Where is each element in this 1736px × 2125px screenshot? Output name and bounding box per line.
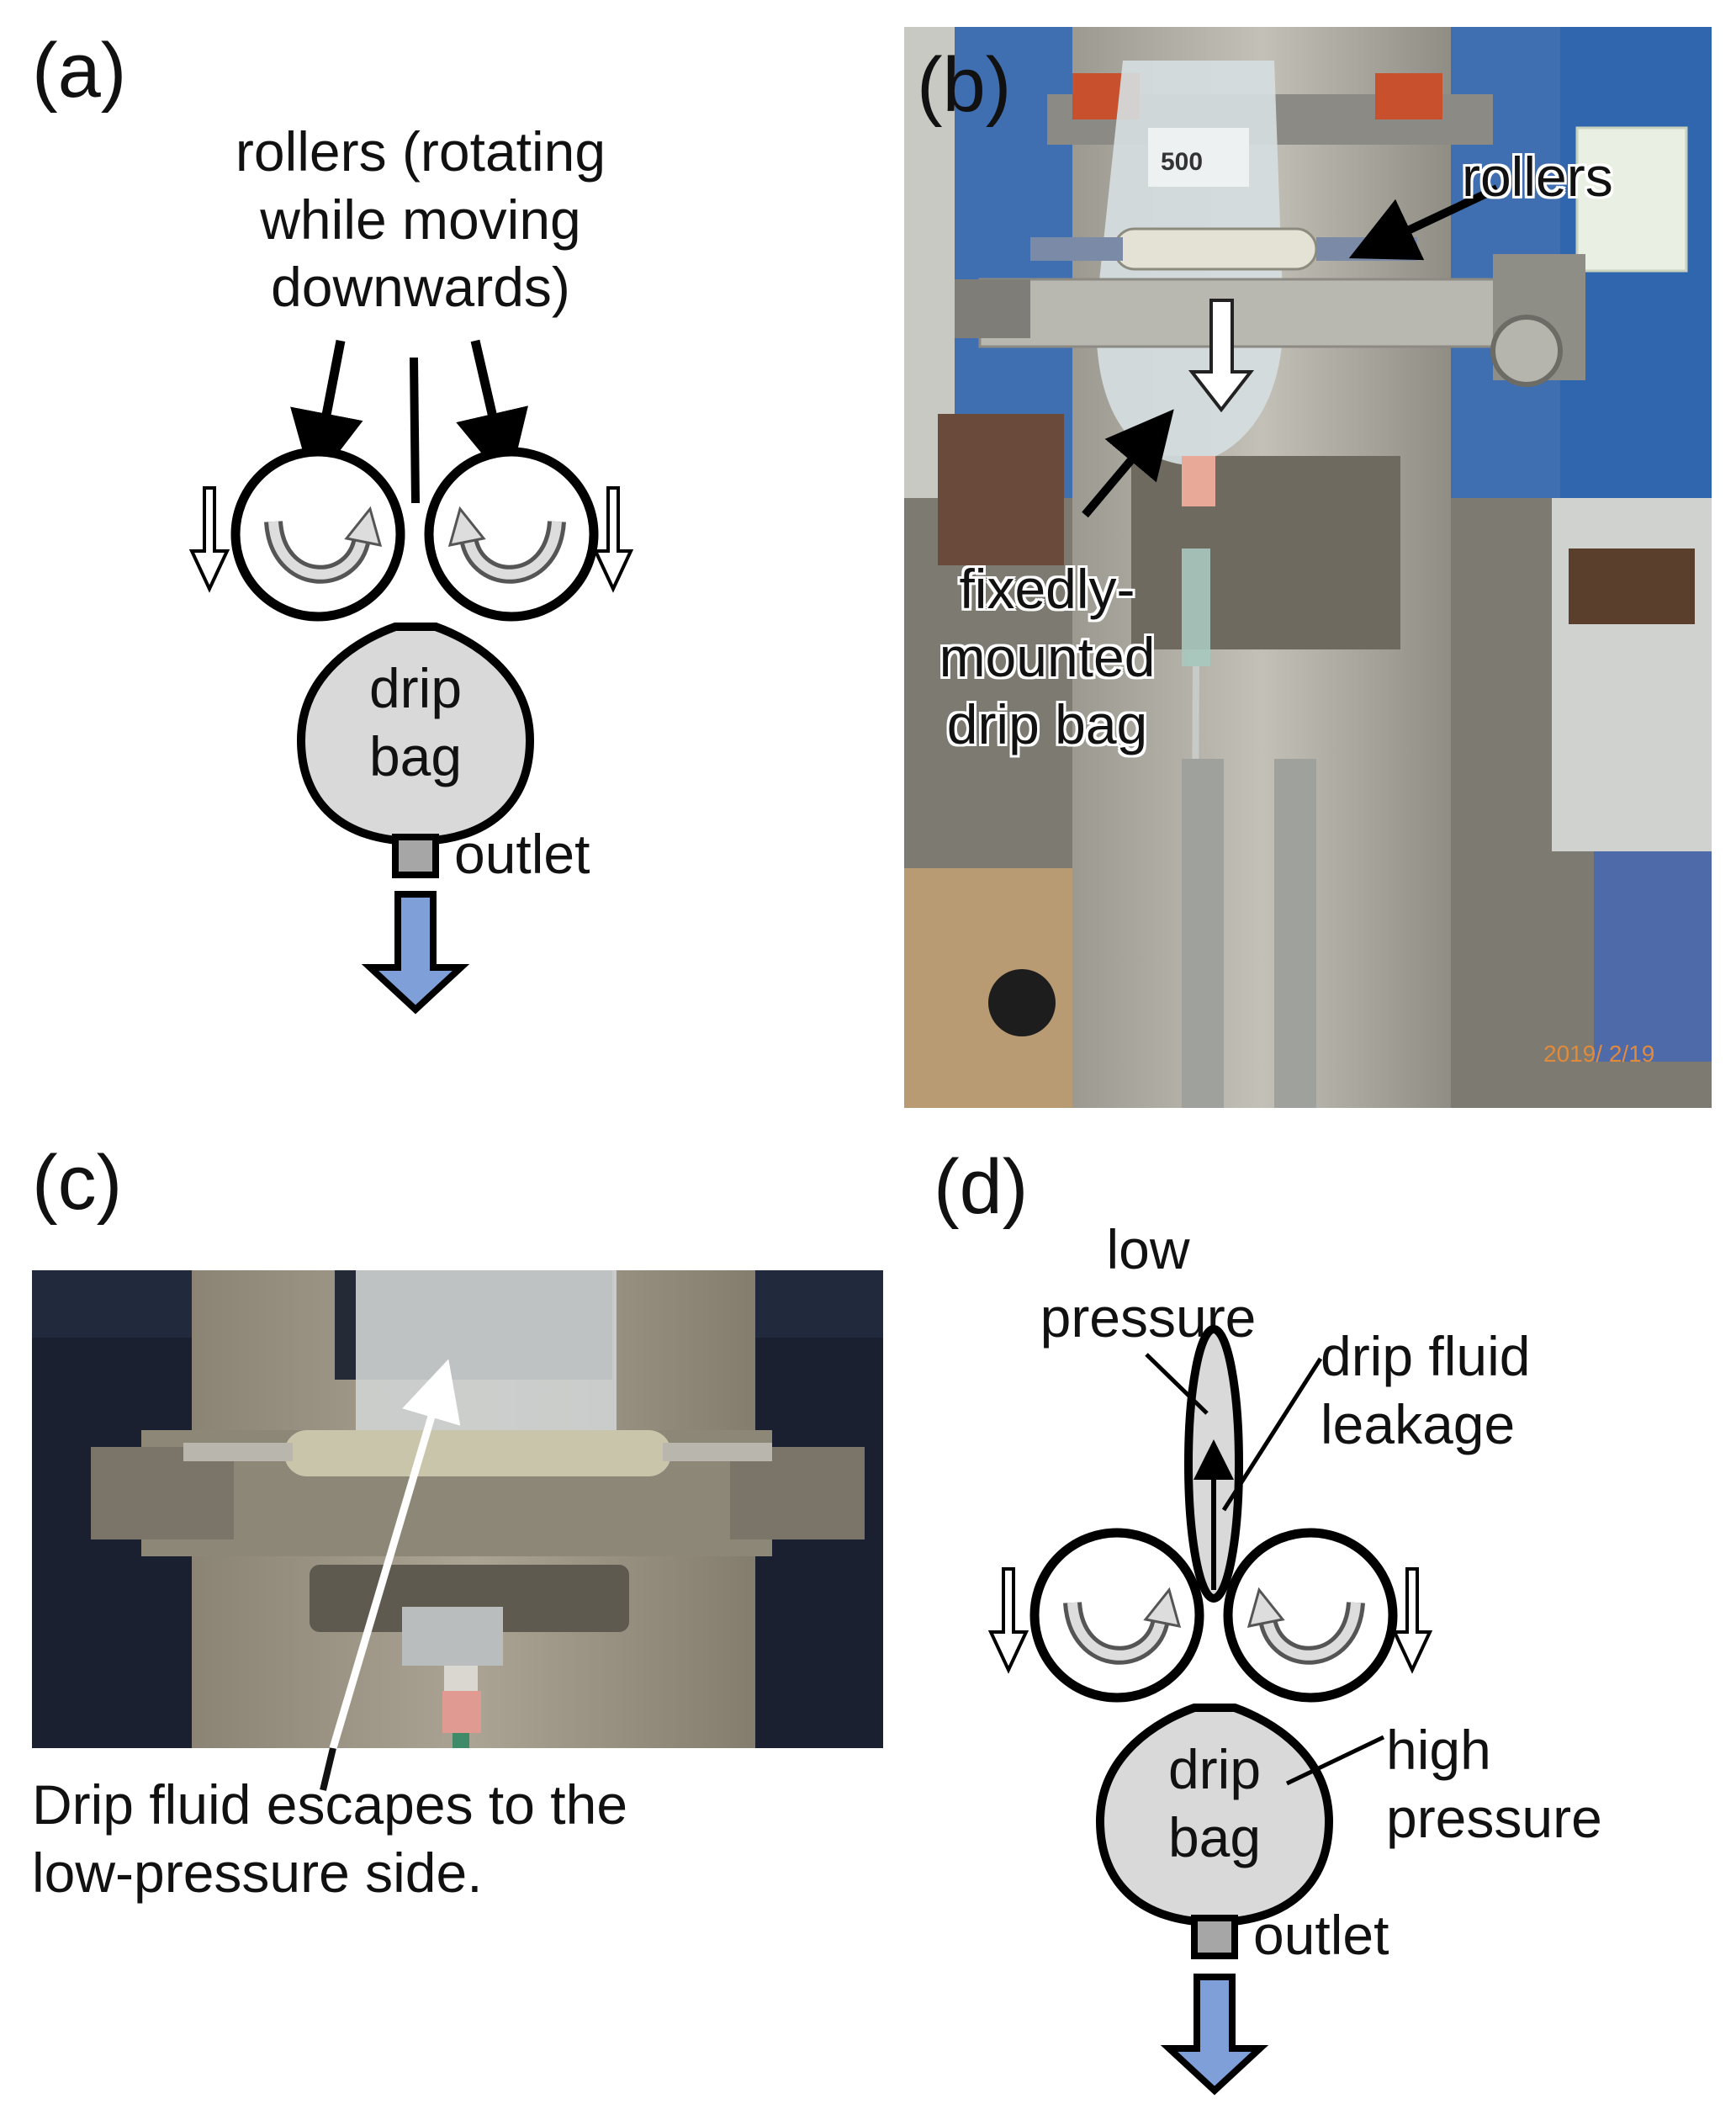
panel-b-label: (b) xyxy=(917,42,1012,128)
bag-label-d-line-1: drip xyxy=(1167,1738,1262,1800)
panel-d-label: (d) xyxy=(934,1144,1029,1230)
outlet-label-a: outlet xyxy=(454,823,590,885)
panel-a-label: (a) xyxy=(32,28,127,114)
down-arrow-left-d xyxy=(987,1567,1029,1674)
bag-caption-line-2: mounted xyxy=(939,625,1156,688)
bag-caption-b: fixedly- mounted drip bag xyxy=(908,555,1186,759)
high-pressure-line-1: high xyxy=(1386,1719,1491,1781)
leak-photo-pointer xyxy=(329,1359,461,1748)
outlet-label-d: outlet xyxy=(1253,1904,1389,1966)
high-pressure-line-2: pressure xyxy=(1386,1786,1602,1849)
pointer-arrow-left xyxy=(290,339,363,487)
down-arrow-left xyxy=(188,486,230,593)
down-arrow-right-d xyxy=(1391,1567,1433,1674)
rollers-caption-line-3: downwards) xyxy=(271,256,570,319)
apparatus-photo: 500 2019/ 2/19 xyxy=(904,27,1712,1108)
roller-diagram-a xyxy=(188,339,634,1015)
outlet-block-d xyxy=(1191,1915,1238,1959)
leak-photo-roller xyxy=(284,1430,671,1476)
leak-caption-line-2: low-pressure side. xyxy=(32,1841,483,1904)
leak-pointer-tail xyxy=(320,1748,336,1791)
panel-c-label: (c) xyxy=(32,1140,123,1226)
red-block-right xyxy=(1375,73,1442,119)
photo-date-stamp: 2019/ 2/19 xyxy=(1543,1041,1654,1067)
leak-photo-bag xyxy=(356,1270,617,1430)
leak-caption-c: Drip fluid escapes to the low-pressure s… xyxy=(32,1771,881,1906)
rollers-caption-a: rollers (rotating while moving downwards… xyxy=(177,118,664,321)
leakage-line-2: leakage xyxy=(1321,1392,1516,1455)
rollers-caption-line-1: rollers (rotating xyxy=(235,120,606,183)
leakage-label: drip fluid leakage xyxy=(1321,1322,1530,1458)
photo-crossbar xyxy=(978,278,1553,348)
outlet-block xyxy=(392,834,439,878)
down-arrow-right xyxy=(592,486,634,593)
bag-label-line-1: drip xyxy=(368,657,463,719)
photo-rollers-pointer xyxy=(1348,184,1500,261)
leak-caption-line-1: Drip fluid escapes to the xyxy=(32,1773,628,1836)
roller-diagram-d xyxy=(987,1325,1433,2096)
bag-label-d: drip bag xyxy=(1130,1736,1299,1871)
flow-arrow xyxy=(361,891,470,1015)
roller-right-d xyxy=(1223,1528,1398,1703)
photo-roller xyxy=(1113,227,1318,271)
bag-caption-line-3: drip bag xyxy=(946,693,1148,756)
low-pressure-line-1: low xyxy=(1106,1218,1190,1280)
leak-photo xyxy=(32,1270,883,1748)
high-pressure-pointer xyxy=(1285,1735,1385,1786)
photo-down-arrow xyxy=(1188,299,1255,413)
rollers-caption-line-2: while moving xyxy=(260,188,581,251)
bag-label-a: drip bag xyxy=(331,654,500,790)
photo-bag-pointer xyxy=(1082,409,1174,518)
flow-arrow-d xyxy=(1160,1974,1269,2096)
low-pressure-pointer xyxy=(1145,1353,1209,1415)
leakage-pointer xyxy=(1221,1357,1323,1512)
roller-right xyxy=(424,447,599,622)
high-pressure-label: high pressure xyxy=(1386,1716,1602,1852)
bag-label-line-2: bag xyxy=(368,724,463,787)
bag-sheet xyxy=(410,357,420,504)
leakage-line-1: drip fluid xyxy=(1321,1325,1531,1387)
bag-label-d-line-2: bag xyxy=(1167,1805,1262,1868)
pointer-arrow-right xyxy=(456,339,528,486)
roller-left-d xyxy=(1029,1528,1204,1703)
rollers-label-b: rollers xyxy=(1462,146,1613,208)
roller-left xyxy=(230,447,405,622)
photo-bag-text: 500 xyxy=(1161,148,1203,176)
bag-caption-line-1: fixedly- xyxy=(959,558,1135,620)
